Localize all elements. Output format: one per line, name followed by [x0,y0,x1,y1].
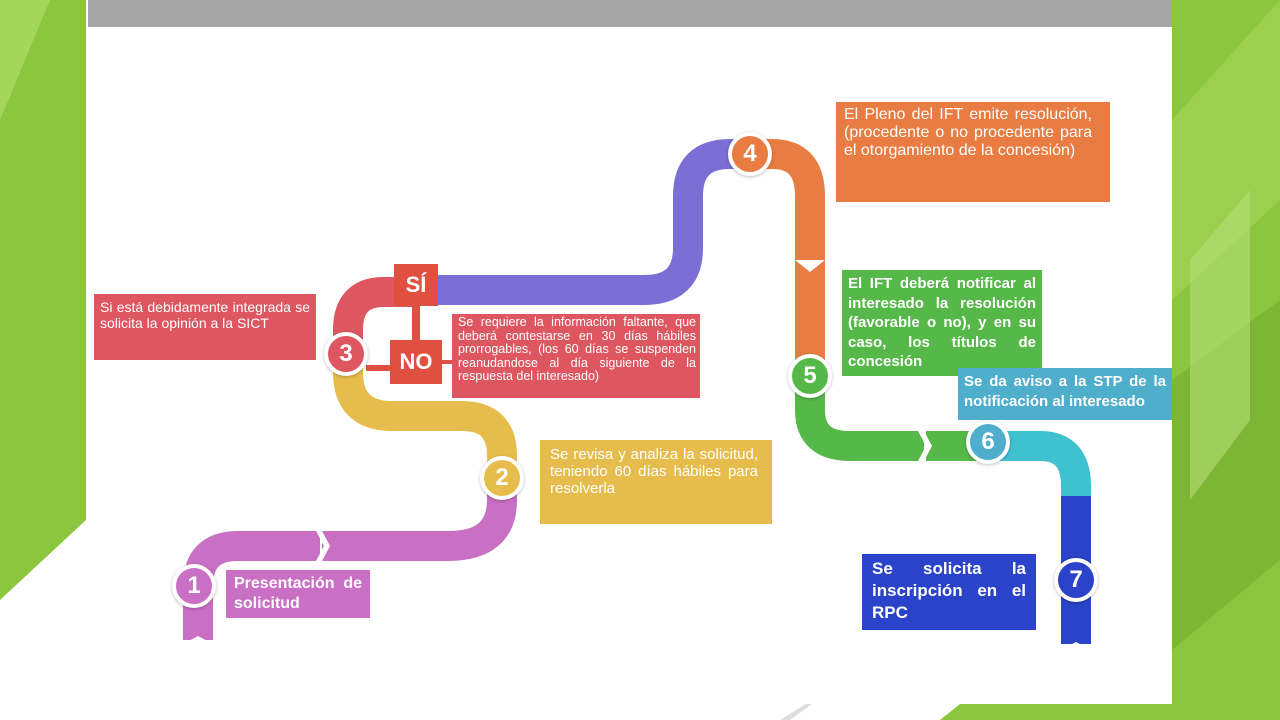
step-7-number: 7 [1054,558,1098,602]
step-7-text: Se solicita la inscripción en el RPC [872,559,1026,622]
top-grey-bar [88,0,1172,27]
step-2-box: Se revisa y analiza la solicitud, tenien… [540,440,772,524]
step-4-box: El Pleno del IFT emite resolución, (proc… [836,102,1110,202]
step-6-box: Se da aviso a la STP de la notificación … [958,368,1172,420]
road-segment-4 [750,139,825,262]
road-segment-3 [333,277,414,358]
step-5-number: 5 [788,354,832,398]
road-segment-5 [795,376,924,461]
branch-no-tag: NO [390,340,442,384]
step-1-number: 1 [172,564,216,608]
bottom-green-decoration [940,704,1172,720]
road-segment-2 [333,358,517,482]
step-1-box: Presentación de solicitud [226,570,370,618]
branch-no-text: Se requiere la información faltante, que… [458,315,696,384]
step-4-number: 4 [728,132,772,176]
road-segment-6 [988,431,1091,498]
road-chevrons [316,260,932,561]
step-3-text: Si está debidamente integrada se solicit… [100,299,310,331]
step-7-box: Se solicita la inscripción en el RPC [862,554,1036,630]
road-segment-yes [412,139,750,305]
step-5-text: El IFT deberá notificar al interesado la… [848,275,1036,370]
chevron-4 [795,260,825,272]
right-green-highlight [1190,190,1250,500]
step-3-number: 3 [324,332,368,376]
step-6-number: 6 [966,420,1010,464]
step-5-box: El IFT deberá notificar al interesado la… [842,270,1042,376]
step-2-number: 2 [480,456,524,500]
right-green-accent [1172,0,1280,300]
step-6-text: Se da aviso a la STP de la notificación … [964,373,1166,410]
bottom-grey-accent [780,704,812,720]
branch-yes-tag: SÍ [394,264,438,306]
step-1-text: Presentación de solicitud [234,575,362,612]
road-segment-1b [322,482,517,561]
step-2-text: Se revisa y analiza la solicitud, tenien… [550,446,758,497]
step-4-text: El Pleno del IFT emite resolución, (proc… [844,106,1092,159]
branch-no-box: Se requiere la información faltante, que… [452,314,700,398]
step-3-box: Si está debidamente integrada se solicit… [94,294,316,360]
left-green-accent [0,0,50,120]
left-green-decoration [0,0,86,600]
chevron-1 [316,531,330,561]
ribbon-tail-end [1061,642,1091,650]
chevron-5 [918,431,932,461]
ribbon-tail-start [183,636,213,644]
